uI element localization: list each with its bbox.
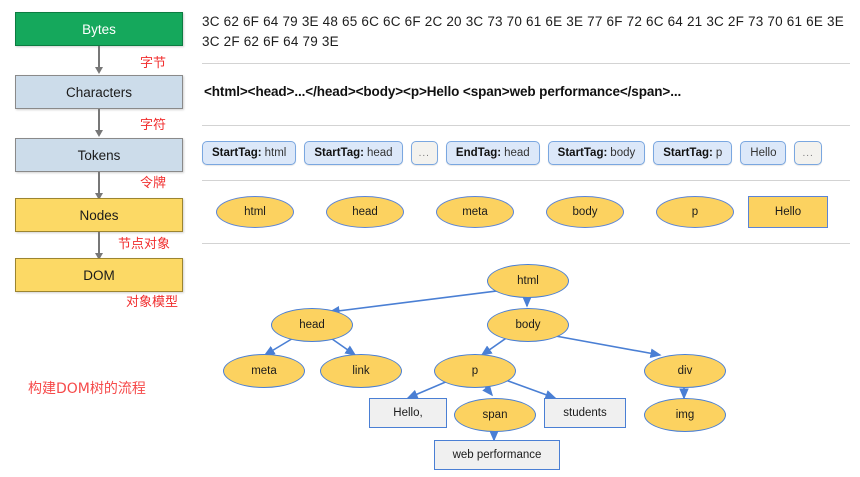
token-value: Hello — [750, 147, 777, 159]
token-kind: EndTag: — [455, 147, 502, 159]
stage-box-nodes[interactable]: Nodes — [15, 198, 183, 232]
tree-node-label: html — [517, 275, 539, 287]
tree-textnode-webperf[interactable]: web performance — [434, 440, 560, 470]
tree-node-span[interactable]: span — [454, 398, 536, 432]
node-shape-label: p — [691, 206, 699, 218]
node-shape-hello[interactable]: Hello — [748, 196, 828, 228]
token-pill[interactable]: StartTag:head — [304, 141, 403, 165]
tree-node-label: students — [563, 407, 607, 419]
tree-node-meta[interactable]: meta — [223, 354, 305, 388]
token-value: body — [610, 147, 636, 159]
token-kind: StartTag: — [663, 147, 713, 159]
token-pill-ellipsis[interactable]: ... — [410, 141, 438, 165]
tree-node-label: meta — [251, 365, 277, 377]
stage-box-characters[interactable]: Characters — [15, 75, 183, 109]
divider-bytes-characters — [202, 63, 850, 64]
tree-node-label: head — [299, 319, 325, 331]
dom-tree: html head body meta link p div span img … — [0, 250, 860, 477]
node-shape-meta[interactable]: meta — [436, 196, 514, 228]
arrow-characters-to-tokens — [95, 109, 103, 137]
stage-label: DOM — [83, 267, 115, 283]
tree-node-label: p — [471, 365, 479, 377]
token-kind: StartTag: — [557, 147, 608, 159]
tree-node-head[interactable]: head — [271, 308, 353, 342]
token-value: ... — [802, 147, 814, 159]
stage-label: Bytes — [82, 21, 116, 37]
tree-node-label: link — [352, 365, 370, 377]
tree-node-label: web performance — [452, 449, 542, 461]
stage-box-tokens[interactable]: Tokens — [15, 138, 183, 172]
divider-tokens-nodes — [202, 180, 850, 181]
token-value: html — [264, 147, 287, 159]
tree-node-html[interactable]: html — [487, 264, 569, 298]
token-pill[interactable]: EndTag:head — [445, 141, 540, 165]
tree-node-label: div — [677, 365, 693, 377]
node-shape-head[interactable]: head — [326, 196, 404, 228]
stage-box-bytes[interactable]: Bytes — [15, 12, 183, 46]
tree-node-label: body — [515, 319, 541, 331]
node-shape-label: meta — [462, 206, 488, 218]
annotation-characters-cn: 字符 — [140, 118, 167, 133]
arrow-nodes-to-dom — [95, 232, 103, 260]
characters-markup-text: <html><head>...</head><body><p>Hello <sp… — [204, 84, 682, 99]
token-value: head — [366, 147, 393, 159]
arrow-tokens-to-nodes — [95, 172, 103, 200]
node-shape-label: body — [572, 206, 598, 218]
tree-node-label: Hello, — [393, 407, 423, 419]
node-shape-body[interactable]: body — [546, 196, 624, 228]
node-shape-label: html — [244, 206, 266, 218]
node-shape-label: Hello — [774, 206, 802, 218]
tree-textnode-students[interactable]: students — [544, 398, 626, 428]
annotation-nodes-cn: 节点对象 — [118, 237, 171, 252]
token-kind: StartTag: — [314, 147, 364, 159]
token-pill[interactable]: StartTag:p — [653, 141, 733, 165]
annotation-bytes-cn: 字节 — [140, 56, 167, 71]
node-shape-label: head — [352, 206, 378, 218]
tree-node-link[interactable]: link — [320, 354, 402, 388]
tree-node-label: img — [675, 409, 695, 421]
tree-node-label: span — [482, 409, 508, 421]
bytes-hex-text: 3C 62 6F 64 79 3E 48 65 6C 6C 6F 2C 20 3… — [202, 14, 844, 49]
token-kind: StartTag: — [212, 147, 262, 159]
stage-box-dom[interactable]: DOM — [15, 258, 183, 292]
tree-textnode-hello[interactable]: Hello, — [369, 398, 447, 428]
divider-nodes-dom — [202, 243, 850, 244]
token-value: head — [504, 147, 530, 159]
tree-node-div[interactable]: div — [644, 354, 726, 388]
tree-node-img[interactable]: img — [644, 398, 726, 432]
node-shape-p[interactable]: p — [656, 196, 734, 228]
annotation-tokens-cn: 令牌 — [140, 176, 167, 191]
node-shape-html[interactable]: html — [216, 196, 294, 228]
stage-label: Tokens — [77, 147, 121, 163]
token-pill-ellipsis[interactable]: ... — [794, 141, 822, 165]
token-value: p — [715, 147, 723, 159]
stage-label: Nodes — [79, 207, 119, 223]
stage-label: Characters — [65, 84, 133, 100]
pipeline-caption: 构建DOM树的流程 — [28, 381, 146, 397]
token-pill[interactable]: StartTag:body — [547, 141, 646, 165]
token-value: ... — [418, 147, 430, 159]
token-pill[interactable]: StartTag:html — [202, 141, 297, 165]
divider-characters-tokens — [202, 125, 850, 126]
token-pill[interactable]: Hello — [740, 141, 787, 165]
pipeline-flowchart: Bytes Characters Tokens Nodes DOM — [0, 0, 200, 300]
dom-tree-edges — [263, 287, 689, 442]
tree-node-p[interactable]: p — [434, 354, 516, 388]
annotation-dom-cn: 对象模型 — [126, 295, 179, 310]
tree-node-body[interactable]: body — [487, 308, 569, 342]
arrow-bytes-to-characters — [95, 46, 103, 74]
